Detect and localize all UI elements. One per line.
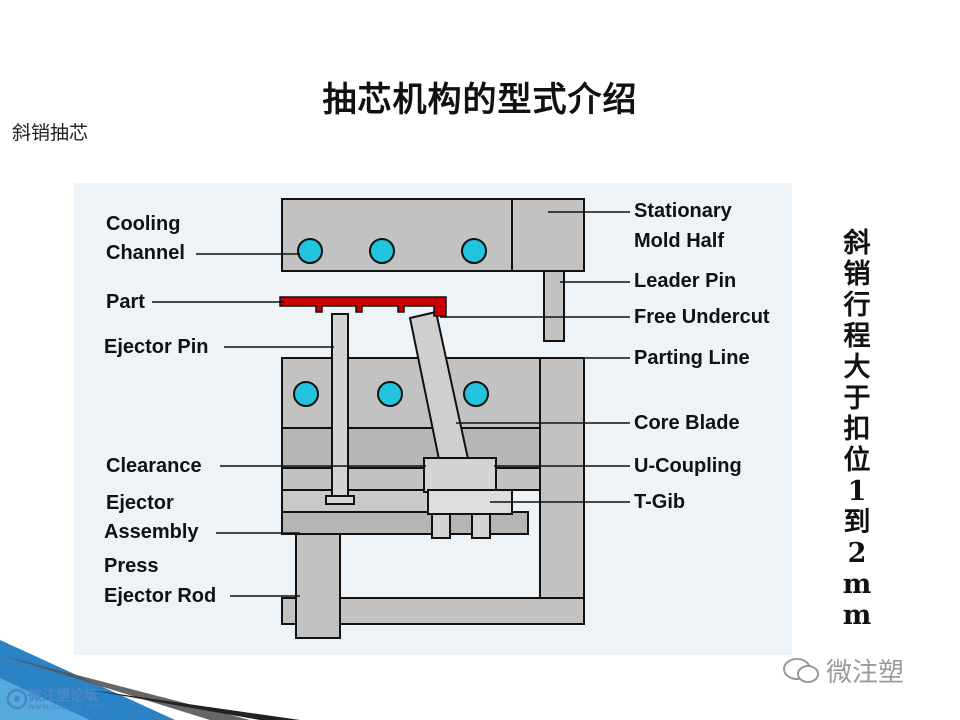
label-leader-pin: Leader Pin xyxy=(634,270,737,292)
label-channel: Channel xyxy=(106,242,185,264)
label-stationary: Stationary xyxy=(634,200,732,222)
ejector-rod xyxy=(295,533,341,639)
leader-lines xyxy=(152,211,630,597)
u-coupling xyxy=(423,457,497,493)
label-ejector-rod: Ejector Rod xyxy=(104,585,217,607)
label-press: Press xyxy=(104,555,159,577)
label-mold-half: Mold Half xyxy=(634,230,724,252)
ejector-pin xyxy=(331,313,349,497)
forum-url: www.vzhusu.com xyxy=(28,702,105,711)
label-ejector: Ejector xyxy=(106,492,174,514)
forum-name: 微注塑论坛 xyxy=(28,688,98,704)
label-t-gib: T-Gib xyxy=(634,491,686,513)
ejector-plate-bottom xyxy=(281,511,529,535)
cooling-holes xyxy=(293,238,489,407)
label-assembly: Assembly xyxy=(104,521,199,543)
label-free-undercut: Free Undercut xyxy=(634,306,770,328)
label-parting-line: Parting Line xyxy=(634,347,750,369)
label-u-coupling: U-Coupling xyxy=(634,455,742,477)
label-part: Part xyxy=(106,291,145,313)
leader-pin xyxy=(543,270,565,342)
slide-title: 抽芯机构的型式介绍 xyxy=(322,80,638,120)
label-core-blade: Core Blade xyxy=(634,412,740,434)
side-note: 斜销行程大于扣位1到2mm xyxy=(842,228,872,631)
wechat-icon xyxy=(783,658,819,683)
watermark-text: 微注塑 xyxy=(826,658,905,688)
part-shape xyxy=(279,296,447,317)
label-clearance: Clearance xyxy=(106,455,202,477)
label-ejector-pin: Ejector Pin xyxy=(104,336,209,358)
label-cooling: Cooling xyxy=(106,213,181,235)
forum-logo-icon xyxy=(6,688,28,710)
slide-subtitle: 斜销抽芯 xyxy=(12,122,89,144)
